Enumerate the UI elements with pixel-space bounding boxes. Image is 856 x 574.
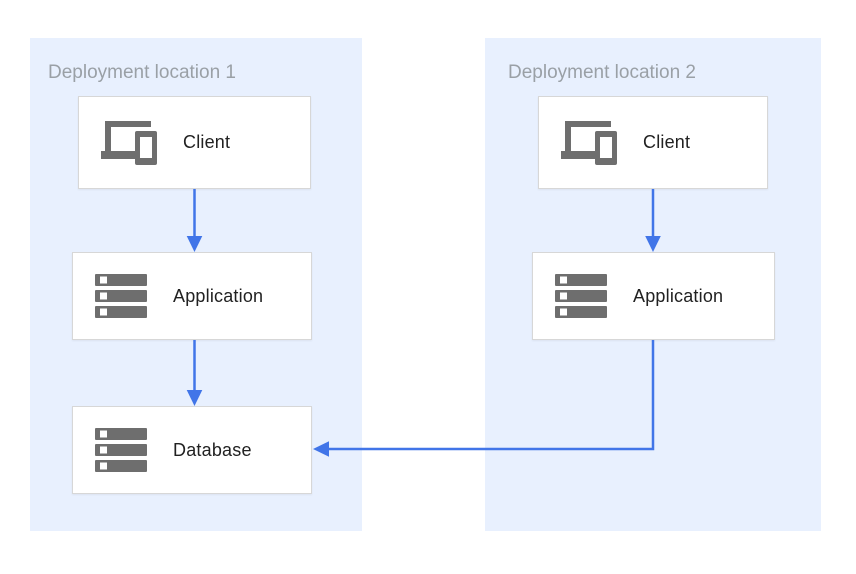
node-client-loc2: Client [538, 96, 768, 189]
node-label: Client [183, 132, 231, 152]
devices-icon [101, 120, 157, 165]
server-stack-icon [95, 428, 147, 472]
node-label: Application [633, 285, 724, 306]
node-label: Client [643, 132, 691, 152]
server-stack-icon [95, 274, 147, 318]
node-application-loc2: Application [532, 252, 775, 340]
node-label: Database [173, 439, 252, 460]
node-label: Application [173, 285, 264, 306]
devices-icon [561, 120, 617, 165]
region-title: Deployment location 1 [48, 62, 236, 83]
node-client-loc1: Client [78, 96, 311, 189]
node-database-loc1: Database [72, 406, 312, 494]
node-application-loc1: Application [72, 252, 312, 340]
server-stack-icon [555, 274, 607, 318]
region-title: Deployment location 2 [508, 62, 696, 83]
